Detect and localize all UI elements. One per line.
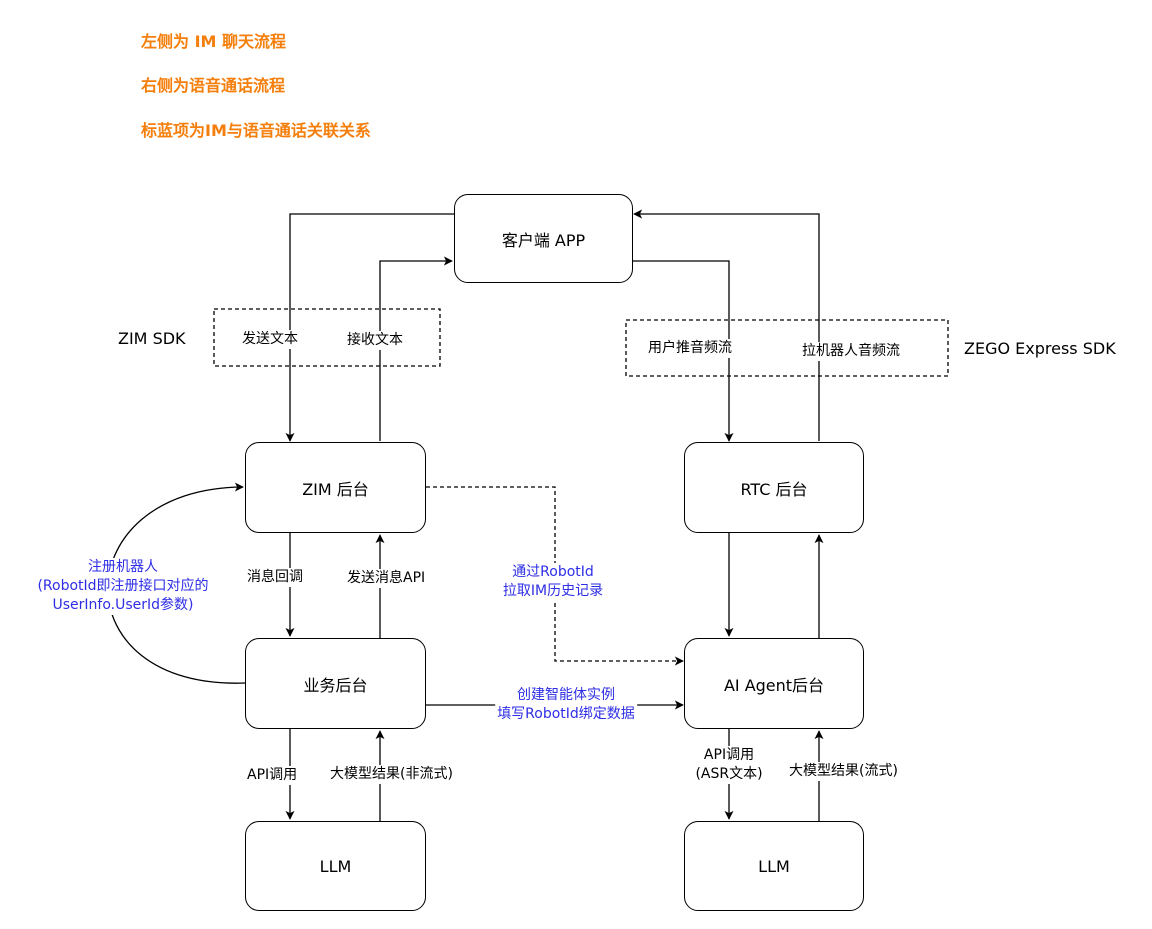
note-right-flow: 右侧为语音通话流程 xyxy=(141,76,286,95)
zim-sdk-frame xyxy=(213,308,441,367)
label-api-call-right-line1: API调用 xyxy=(703,747,755,763)
edge-push-stream xyxy=(632,260,734,442)
edge-send-text xyxy=(285,213,454,442)
label-pull-history-line1: 通过RobotId xyxy=(512,564,594,580)
label-create-agent: 创建智能体实例 填写RobotId绑定数据 xyxy=(495,686,637,724)
node-rtc-backend[interactable]: RTC 后台 xyxy=(684,442,864,533)
label-pull-history: 通过RobotId 拉取IM历史记录 xyxy=(500,563,606,601)
edge-pull-stream xyxy=(633,209,820,441)
node-llm-left[interactable]: LLM xyxy=(245,821,426,911)
zego-sdk-frame xyxy=(625,319,949,377)
edge-receive-text xyxy=(379,256,453,441)
label-api-call-right-line2: (ASR文本) xyxy=(695,766,763,782)
label-register-robot-line2: (RobotId即注册接口对应的 xyxy=(37,578,209,594)
node-ai-agent-backend[interactable]: AI Agent后台 xyxy=(684,638,864,729)
label-receive-text: 接收文本 xyxy=(345,331,405,350)
node-llm-right[interactable]: LLM xyxy=(684,821,864,911)
label-send-text: 发送文本 xyxy=(240,330,300,349)
label-msg-callback: 消息回调 xyxy=(245,568,305,587)
node-client-app[interactable]: 客户端 APP xyxy=(454,194,633,283)
node-business-backend[interactable]: 业务后台 xyxy=(245,638,426,729)
edge-pull-history xyxy=(426,486,684,666)
label-llm-result-nonstream: 大模型结果(非流式) xyxy=(328,765,455,784)
label-create-agent-line1: 创建智能体实例 xyxy=(517,687,615,703)
label-send-msg-api: 发送消息API xyxy=(345,569,428,588)
note-left-flow: 左侧为 IM 聊天流程 xyxy=(141,32,287,51)
label-llm-result-stream: 大模型结果(流式) xyxy=(787,762,900,781)
label-register-robot: 注册机器人 (RobotId即注册接口对应的 UserInfo.UserId参数… xyxy=(35,558,211,615)
label-pull-history-line2: 拉取IM历史记录 xyxy=(502,583,604,599)
zego-sdk-label: ZEGO Express SDK xyxy=(964,339,1116,358)
note-blue-items: 标蓝项为IM与语音通话关联关系 xyxy=(141,121,371,140)
label-api-call-right: API调用 (ASR文本) xyxy=(693,746,765,784)
label-api-call-left: API调用 xyxy=(245,766,300,785)
zim-sdk-label: ZIM SDK xyxy=(118,329,186,348)
label-pull-stream: 拉机器人音频流 xyxy=(800,342,902,361)
label-register-robot-line1: 注册机器人 xyxy=(88,559,158,575)
label-push-stream: 用户推音频流 xyxy=(646,339,734,358)
label-create-agent-line2: 填写RobotId绑定数据 xyxy=(497,706,635,722)
label-register-robot-line3: UserInfo.UserId参数) xyxy=(52,597,194,613)
node-zim-backend[interactable]: ZIM 后台 xyxy=(245,442,426,533)
